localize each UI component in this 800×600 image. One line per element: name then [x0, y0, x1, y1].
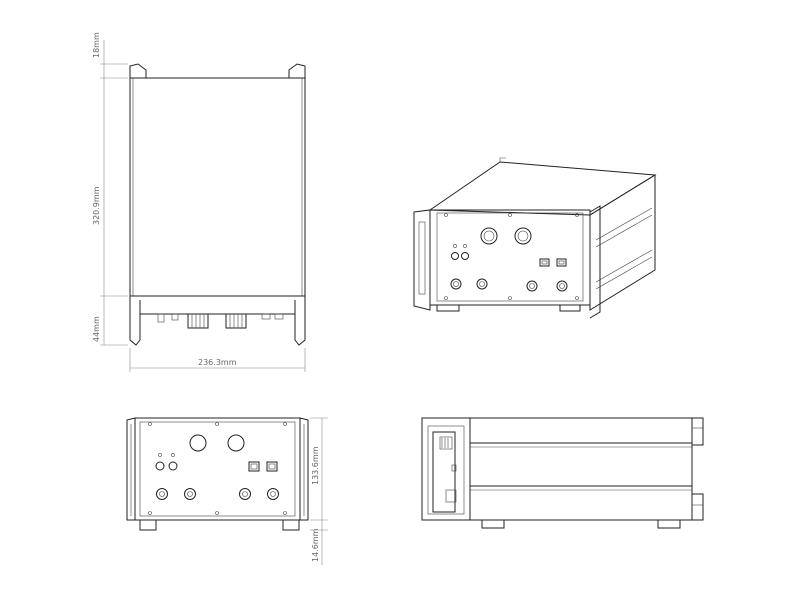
dim-width: 236.3mm: [198, 358, 237, 367]
knob-1: [480, 227, 498, 245]
knob-2: [514, 227, 532, 245]
dim-top-clearance: 18mm: [92, 32, 101, 58]
isometric-view: [413, 157, 657, 319]
knob-top-1: [187, 313, 209, 329]
top-view: 18mm 320.9mm 44mm 236.3mm: [92, 32, 306, 372]
dim-body-height: 133.6mm: [311, 446, 320, 485]
dim-depth: 320.9mm: [92, 186, 101, 225]
dim-foot-height: 14.6mm: [311, 528, 320, 562]
side-view: [421, 417, 704, 529]
dim-front-height: 44mm: [92, 316, 101, 342]
front-view: 133.6mm 14.6mm: [126, 417, 328, 565]
knob-top-2: [225, 313, 247, 329]
